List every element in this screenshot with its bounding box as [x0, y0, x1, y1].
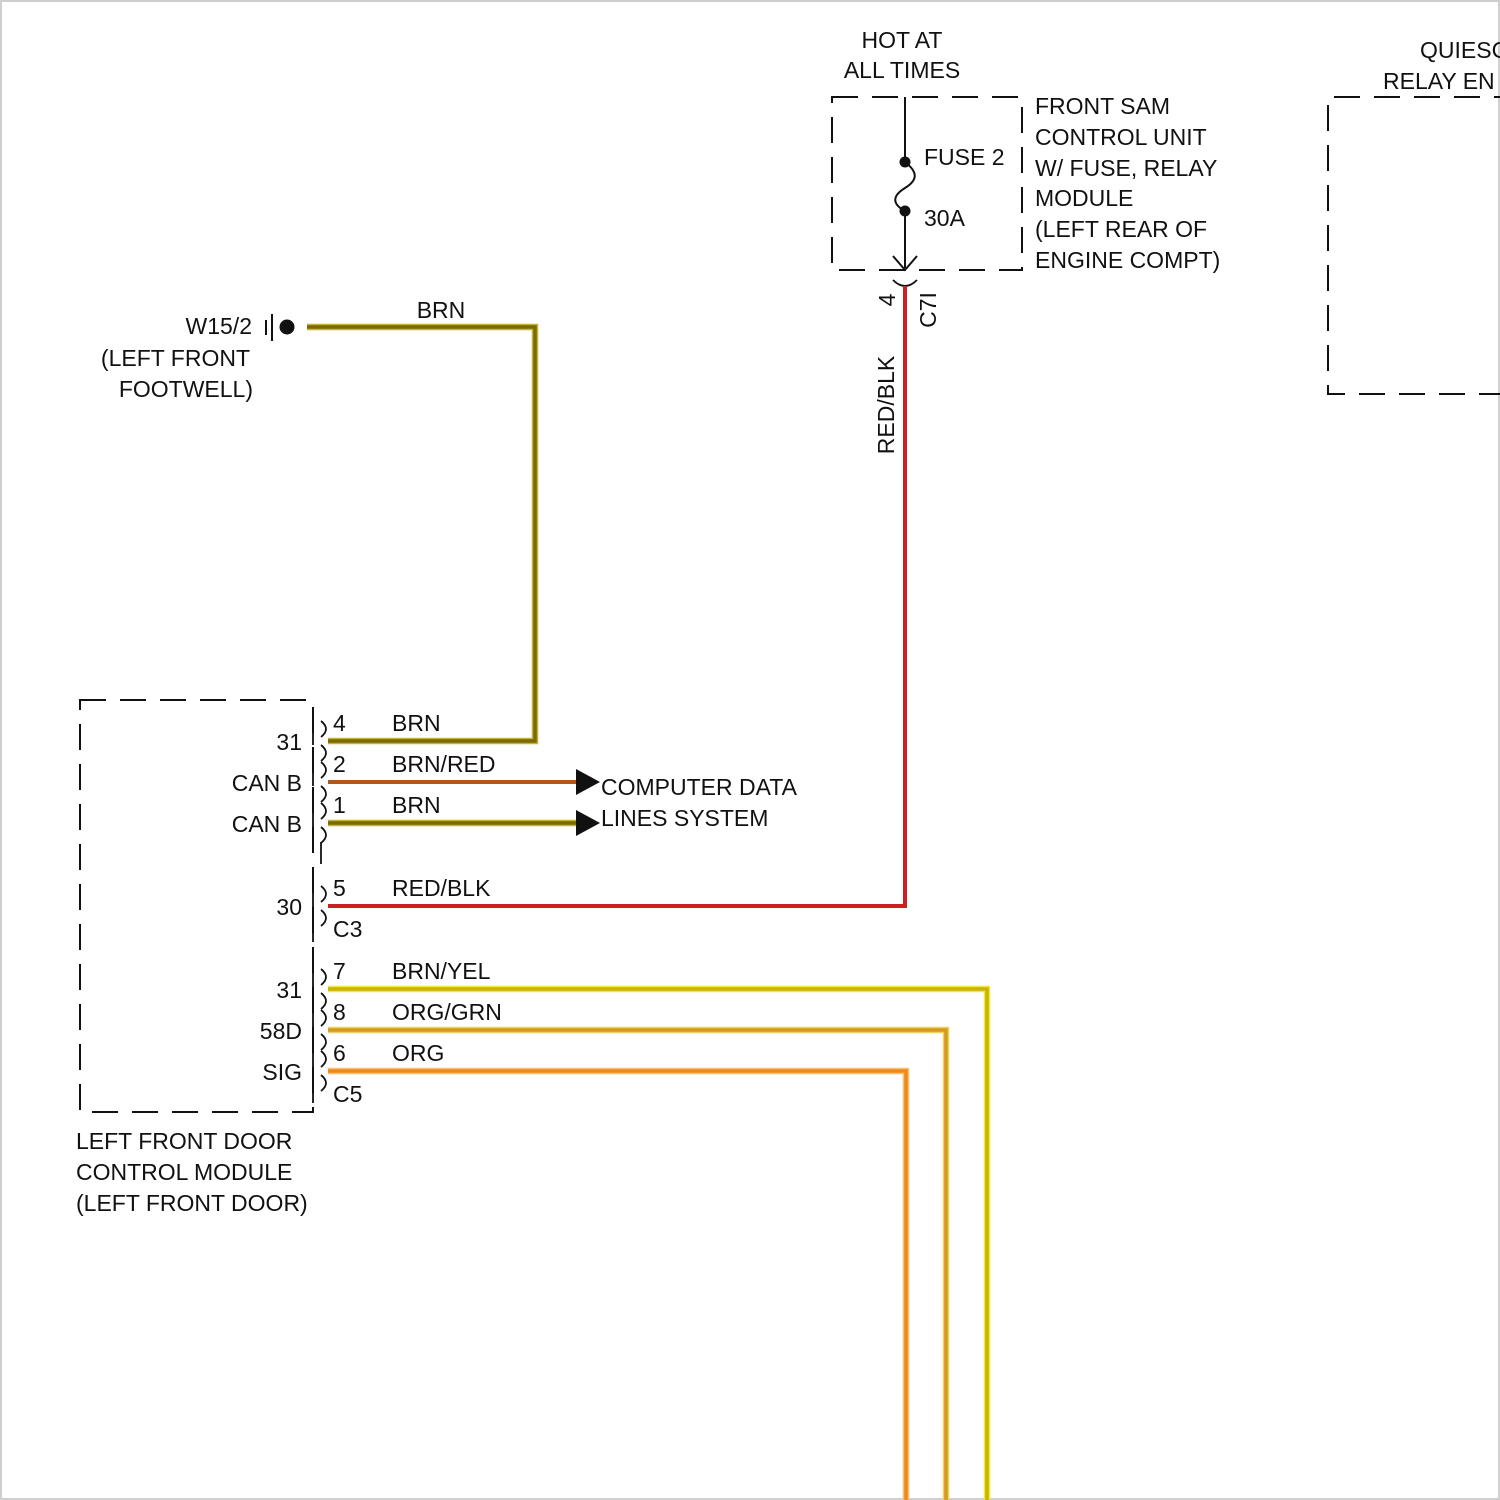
front-sam-box [832, 97, 1022, 270]
pin-number-label: 5 [333, 875, 346, 901]
ground-location-1: (LEFT FRONT [101, 345, 250, 371]
pin-number-label: 8 [333, 999, 346, 1025]
pin-terminal-label: 31 [276, 977, 302, 1003]
pin-wire-color-label: BRN/RED [392, 751, 496, 777]
unit-line-2: CONTROL UNIT [1035, 124, 1207, 150]
ground-location-2: FOOTWELL) [119, 376, 253, 402]
connector-c5-label: C5 [333, 1081, 362, 1107]
data-lines-label-2: LINES SYSTEM [601, 805, 768, 831]
fuse-icon [895, 162, 915, 211]
front-sam-unit: HOT AT ALL TIMES FUSE 2 30A FRONT SAM CO… [832, 27, 1220, 328]
quiescent-label-1: QUIESC [1420, 37, 1500, 63]
quiescent-relay-box [1328, 97, 1500, 394]
pin-terminal-label: CAN B [232, 770, 302, 796]
pin-number-label: 6 [333, 1040, 346, 1066]
ground-wire-color: BRN [417, 297, 466, 323]
pin-connector-mark [313, 969, 326, 1009]
pin-terminal-label: CAN B [232, 811, 302, 837]
c7i-connector-id: C7I [915, 292, 941, 328]
ground-icon [280, 320, 295, 335]
wire-org-outline [328, 1071, 906, 1500]
pin-connector-mark [313, 762, 326, 802]
hot-at-label-1: HOT AT [862, 27, 943, 53]
pin-wire-color-label: ORG/GRN [392, 999, 502, 1025]
pin-terminal-label: SIG [262, 1059, 302, 1085]
pin-wire-color-label: BRN/YEL [392, 958, 491, 984]
wire-org-grn [328, 1030, 946, 1500]
wire-org-grn-outline [328, 1030, 946, 1500]
pin-number-label: 1 [333, 792, 346, 818]
unit-line-4: MODULE [1035, 185, 1133, 211]
c7i-connector-mark [893, 280, 917, 286]
unit-line-5: (LEFT REAR OF [1035, 216, 1207, 242]
pin-terminal-label: 31 [276, 729, 302, 755]
module-name-2: CONTROL MODULE [76, 1159, 292, 1185]
pin-number-label: 2 [333, 751, 346, 777]
pin-wire-color-label: BRN [392, 710, 441, 736]
pin-wire-color-label: ORG [392, 1040, 444, 1066]
pin-number-label: 4 [333, 710, 346, 736]
data-lines-label-1: COMPUTER DATA [601, 774, 798, 800]
unit-line-6: ENGINE COMPT) [1035, 247, 1220, 273]
data-line-arrow-icon-1 [576, 769, 600, 795]
pin-wire-color-label: RED/BLK [392, 875, 491, 901]
ground-id: W15/2 [186, 313, 252, 339]
pin-terminal-label: 58D [260, 1018, 302, 1044]
wire-org [328, 1071, 906, 1500]
module-name-1: LEFT FRONT DOOR [76, 1128, 292, 1154]
c7i-pin-number: 4 [874, 293, 900, 306]
quiescent-relay-unit: QUIESC RELAY EN [1328, 37, 1500, 394]
pin-wire-color-label: BRN [392, 792, 441, 818]
module-name-3: (LEFT FRONT DOOR) [76, 1190, 308, 1216]
computer-data-lines: COMPUTER DATA LINES SYSTEM [576, 769, 798, 836]
left-front-door-module: LEFT FRONT DOOR CONTROL MODULE (LEFT FRO… [76, 700, 502, 1216]
red-blk-vertical-label: RED/BLK [873, 355, 899, 454]
data-line-arrow-icon-2 [576, 810, 600, 836]
hot-at-label-2: ALL TIMES [844, 57, 960, 83]
connector-c3-label: C3 [333, 916, 362, 942]
pin-terminal-label: 30 [276, 894, 302, 920]
wire-brn-ground-outline [307, 327, 535, 741]
fuse-name: FUSE 2 [924, 144, 1005, 170]
pin-connector-mark [313, 1051, 326, 1091]
pin-connector-mark [313, 721, 326, 761]
pin-connector-mark [313, 886, 326, 926]
quiescent-label-2: RELAY EN [1383, 68, 1495, 94]
fuse-rating: 30A [924, 205, 966, 231]
unit-line-3: W/ FUSE, RELAY [1035, 155, 1217, 181]
pin-connector-mark [313, 1010, 326, 1050]
pin-number-label: 7 [333, 958, 346, 984]
ground-w15-2: W15/2 (LEFT FRONT FOOTWELL) BRN [101, 297, 465, 402]
pin-connector-mark [313, 803, 326, 843]
wire-brn-ground [307, 327, 535, 741]
unit-line-1: FRONT SAM [1035, 93, 1170, 119]
